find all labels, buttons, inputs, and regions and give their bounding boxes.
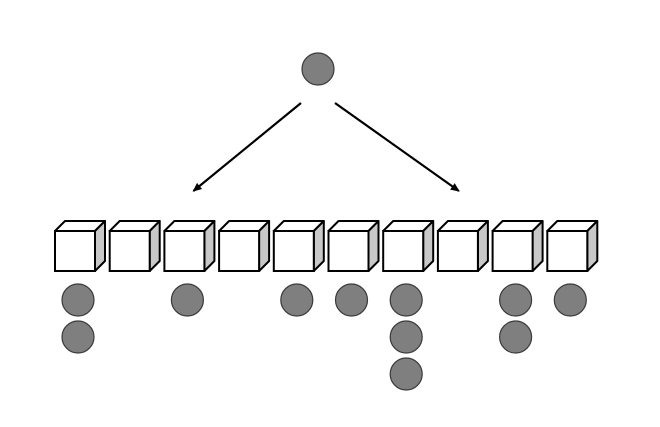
bin-box (54, 220, 106, 272)
source-ball-group (301, 52, 335, 86)
bin-box (382, 220, 435, 272)
bin-front-face (163, 230, 206, 272)
bin-box (491, 220, 544, 272)
bin-side-face (422, 220, 435, 272)
bin-side-face (367, 220, 380, 272)
arrow-left (192, 102, 302, 192)
source-ball (301, 52, 335, 86)
ball (280, 283, 314, 317)
ball (334, 283, 369, 317)
bin-front-face (218, 230, 261, 272)
bin-side-face (203, 220, 216, 272)
bin-balls-group (61, 283, 587, 391)
bin-front-face (491, 230, 534, 272)
bin-side-face (312, 220, 325, 272)
bin-box (327, 220, 380, 272)
bin-front-face (436, 230, 479, 272)
bins-group (54, 220, 599, 272)
ball (553, 283, 587, 317)
ball (389, 320, 423, 354)
arrows-group (192, 102, 460, 192)
bin-side-face (258, 220, 271, 272)
ball (170, 283, 204, 317)
bin-front-face (272, 230, 315, 272)
bin-side-face (476, 220, 489, 272)
bin-front-face (382, 230, 425, 272)
bin-side-face (586, 220, 599, 272)
bin-side-face (148, 220, 161, 272)
ball (498, 320, 533, 354)
ball (61, 283, 95, 317)
bin-box (546, 220, 599, 272)
ball (498, 283, 533, 317)
bin-front-face (327, 230, 370, 272)
arrow-right (334, 102, 460, 192)
ball (61, 320, 95, 354)
bin-side-face (94, 220, 106, 272)
bin-side-face (531, 220, 544, 272)
bin-box (436, 220, 489, 272)
ball (389, 357, 423, 391)
bin-box (272, 220, 325, 272)
bin-box (163, 220, 216, 272)
bin-front-face (108, 230, 151, 272)
bin-box (108, 220, 161, 272)
bin-box (218, 220, 271, 272)
bin-front-face (546, 230, 589, 272)
ball (389, 283, 423, 317)
bin-front-face (54, 230, 96, 272)
